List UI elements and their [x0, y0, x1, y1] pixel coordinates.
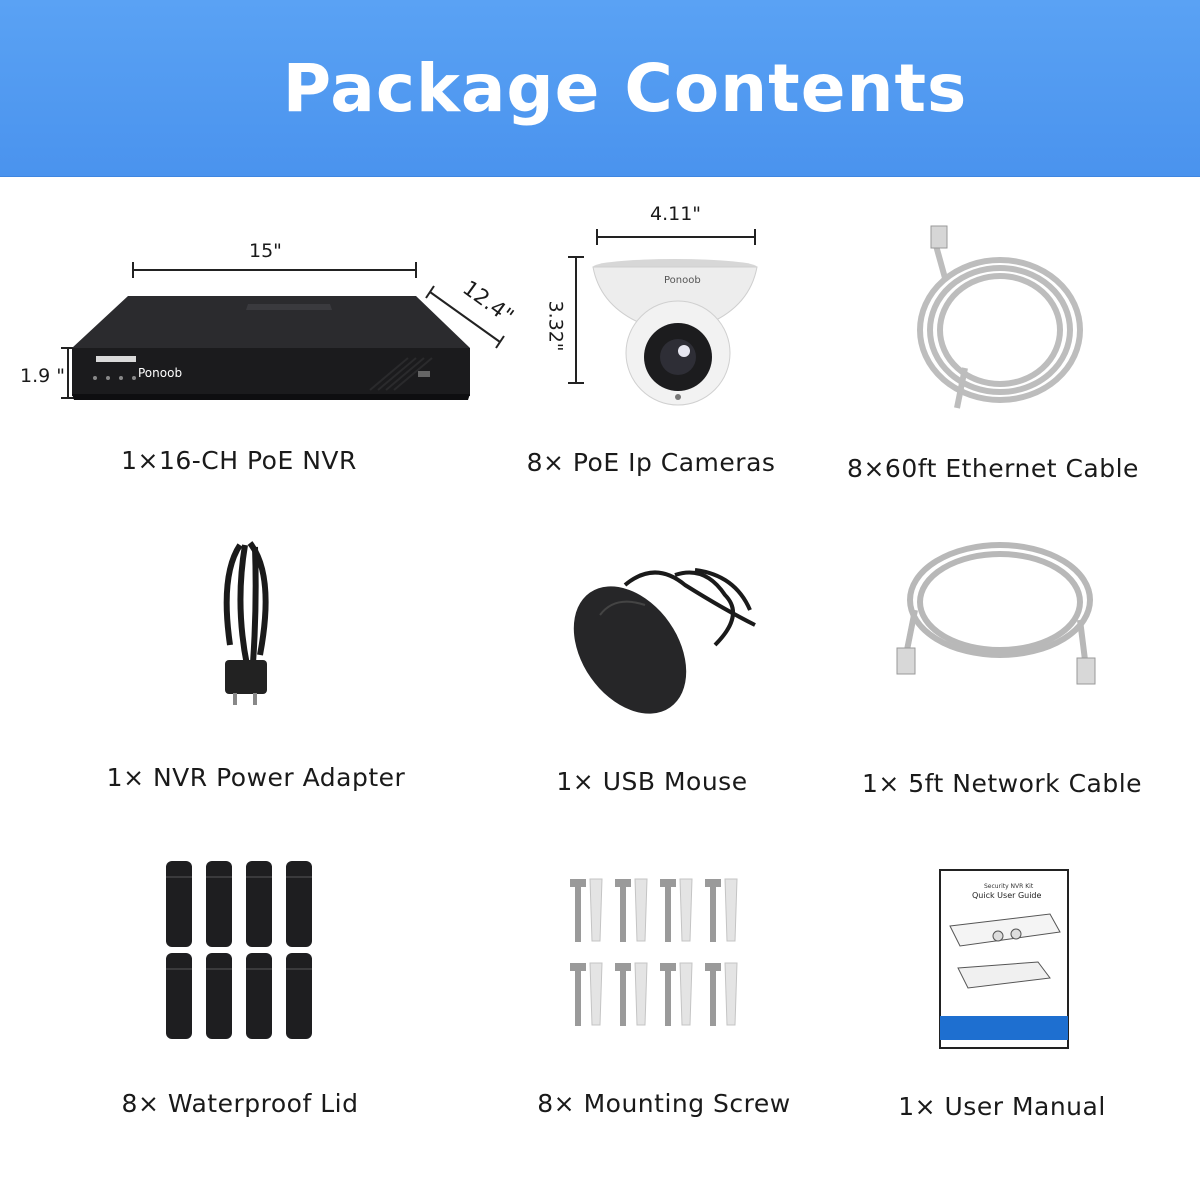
nvr-width-label: 15" [249, 240, 282, 262]
item-label-ethernet-cable: 8×60ft Ethernet Cable [847, 454, 1139, 483]
item-label-waterproof-lid: 8× Waterproof Lid [121, 1089, 359, 1118]
camera-height-label: 3.32" [544, 300, 567, 352]
manual-title: Quick User Guide [972, 891, 1042, 900]
item-label-cameras: 8× PoE Ip Cameras [526, 448, 776, 477]
header-banner [0, 0, 1200, 177]
usb-mouse-icon [573, 568, 756, 714]
nvr-recorder-icon: Ponoob [61, 262, 505, 400]
nvr-height-label: 1.9 " [20, 365, 65, 387]
item-label-nvr: 1×16-CH PoE NVR [121, 446, 357, 475]
waterproof-lid-icon [166, 861, 312, 1039]
item-label-mounting-screw: 8× Mounting Screw [537, 1089, 791, 1118]
camera-logo: Ponoob [664, 275, 701, 286]
item-label-power-adapter: 1× NVR Power Adapter [106, 763, 406, 792]
dome-camera-icon: Ponoob [568, 229, 758, 406]
manual-subtitle: Security NVR Kit [984, 883, 1034, 890]
nvr-logo: Ponoob [138, 366, 182, 380]
ethernet-cable-coil-icon [917, 225, 1083, 409]
item-label-user-manual: 1× User Manual [898, 1092, 1106, 1121]
power-cord-icon [223, 541, 269, 705]
page-title: Package Contents [282, 49, 968, 127]
user-manual-icon: Security NVR Kit Quick User Guide [939, 869, 1069, 1049]
network-cable-icon [896, 542, 1096, 685]
mounting-screw-icon [570, 878, 738, 1026]
item-label-network-cable: 1× 5ft Network Cable [861, 769, 1143, 798]
item-label-usb-mouse: 1× USB Mouse [556, 767, 748, 796]
camera-width-label: 4.11" [650, 203, 702, 225]
